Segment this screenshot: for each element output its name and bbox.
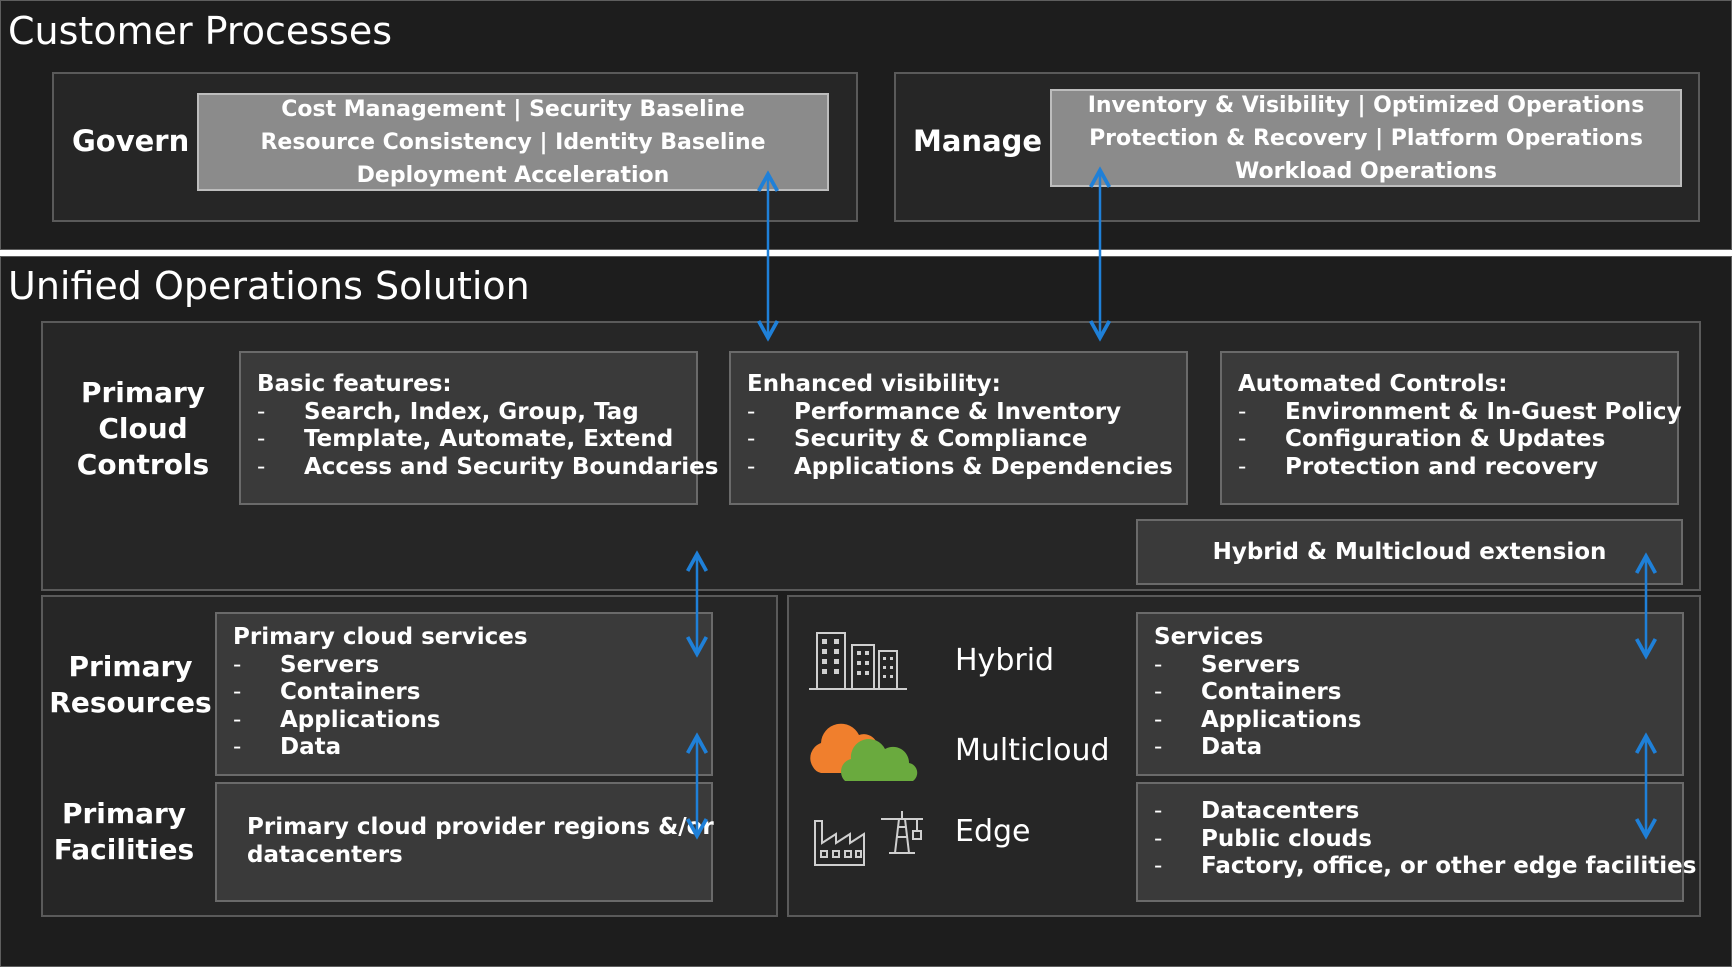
unified-operations-title: Unified Operations Solution [8,264,530,308]
primary-cloud-services-box: Primary cloud services -Servers -Contain… [215,612,713,776]
list-item: -Environment & In-Guest Policy [1238,398,1682,425]
list-item: -Applications [233,706,441,733]
manage-line: Protection & Recovery | Platform Operati… [1089,125,1643,151]
list-item: -Security & Compliance [747,426,1088,452]
list-item: -Data [1154,734,1263,760]
automated-controls-title: Automated Controls: [1238,371,1508,397]
list-item: -Access and Security Boundaries [257,453,719,480]
hybrid-services-box: Services -Servers -Containers -Applicati… [1136,612,1684,776]
primary-facilities-label: Primary Facilities [53,797,195,866]
list-item: -Data [233,734,342,760]
govern-line: Cost Management | Security Baseline [281,96,745,122]
primary-resources-panel: Primary Resources Primary cloud services… [41,595,778,917]
hybrid-multicloud-extension-box: Hybrid & Multicloud extension [1136,519,1683,585]
tower-icon [881,811,923,854]
buildings-icon [809,632,907,690]
primary-resources-label: Primary Resources [49,650,212,719]
list-item: -Containers [233,679,421,705]
list-item: -Applications [1154,706,1362,733]
hybrid-services-title: Services [1154,624,1264,650]
govern-capabilities-box: Cost Management | Security Baseline Reso… [197,93,829,191]
edge-label: Edge [955,814,1031,849]
manage-capabilities-box: Inventory & Visibility | Optimized Opera… [1050,89,1682,187]
customer-processes-title: Customer Processes [8,9,392,53]
list-item: -Performance & Inventory [747,398,1122,425]
primary-facilities-box: Primary cloud provider regions &/or data… [215,782,714,902]
hybrid-label: Hybrid [955,643,1055,678]
list-item: -Applications & Dependencies [747,453,1173,480]
enhanced-visibility-box: Enhanced visibility: -Performance & Inve… [729,351,1188,505]
multicloud-label: Multicloud [955,733,1110,768]
manage-line: Workload Operations [1235,158,1497,184]
manage-panel: Manage Inventory & Visibility | Optimize… [894,72,1700,222]
govern-line: Deployment Acceleration [356,162,670,188]
list-item: -Factory, office, or other edge faciliti… [1154,853,1697,879]
facilities-line: datacenters [247,841,403,868]
primary-cloud-controls-label: Primary Cloud Controls [76,376,210,481]
govern-label: Govern [72,124,190,158]
customer-processes-section: Customer Processes Govern Cost Managemen… [0,0,1732,250]
list-item: -Template, Automate, Extend [257,426,674,452]
list-item: -Servers [233,651,380,678]
primary-cloud-services-title: Primary cloud services [233,624,528,650]
list-item: -Configuration & Updates [1238,426,1606,452]
manage-label: Manage [913,124,1043,158]
manage-line: Inventory & Visibility | Optimized Opera… [1087,92,1645,118]
automated-controls-box: Automated Controls: -Environment & In-Gu… [1220,351,1682,505]
enhanced-visibility-title: Enhanced visibility: [747,371,1001,397]
list-item: -Containers [1154,679,1342,705]
factory-icon [814,820,865,866]
primary-cloud-controls-panel: Primary Cloud Controls Basic features: -… [41,321,1701,591]
govern-panel: Govern Cost Management | Security Baseli… [52,72,858,222]
edge-facilities-box: -Datacenters -Public clouds -Factory, of… [1136,782,1697,902]
basic-features-title: Basic features: [257,371,452,397]
hybrid-panel: Hybrid Multicloud Edge Services [787,595,1701,917]
list-item: -Public clouds [1154,825,1372,852]
clouds-icon [810,723,918,781]
govern-line: Resource Consistency | Identity Baseline [260,129,766,155]
list-item: -Datacenters [1154,798,1360,824]
facilities-line: Primary cloud provider regions &/or [247,814,714,840]
list-item: -Servers [1154,651,1301,678]
unified-operations-section: Unified Operations Solution Primary Clou… [0,256,1732,967]
basic-features-box: Basic features: -Search, Index, Group, T… [239,351,719,505]
list-item: -Protection and recovery [1238,453,1598,480]
list-item: -Search, Index, Group, Tag [257,398,639,425]
